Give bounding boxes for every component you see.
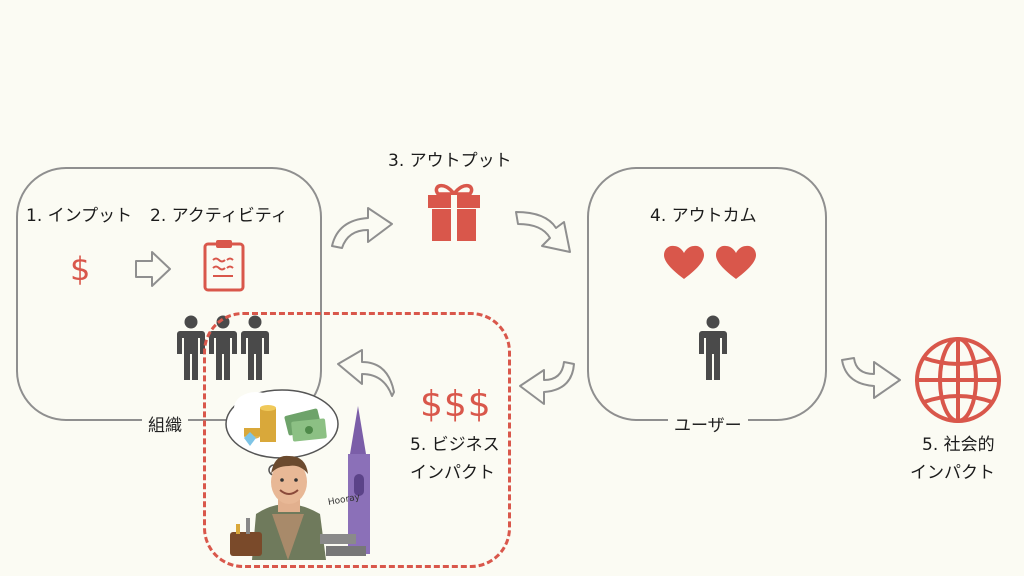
gift-icon (428, 183, 480, 241)
business-impact-box (203, 312, 511, 568)
dollar-symbol: $ (70, 250, 91, 288)
outcome-label: 4. アウトカム (650, 206, 757, 226)
curved-arrow-back-icon (337, 349, 395, 397)
input-label: 1. インプット (26, 206, 133, 226)
curved-arrow-left-icon (519, 361, 575, 405)
craftsman-illustration: Hooray (225, 389, 370, 560)
activity-label: 2. アクティビティ (150, 206, 288, 226)
clipboard-icon (203, 240, 245, 292)
user-person-icon (699, 315, 727, 380)
organization-caption: 組織 (142, 411, 188, 436)
curved-arrow-up-icon (331, 207, 393, 249)
business-dollar-symbol: $$$ (420, 384, 492, 425)
arrow-right-icon (135, 251, 171, 287)
curved-arrow-right-icon (841, 357, 901, 399)
social-impact-label-2: インパクト (910, 463, 995, 483)
tower-icon (348, 406, 370, 554)
output-label: 3. アウトプット (388, 151, 512, 171)
heart-icon (716, 245, 756, 279)
curved-arrow-down-icon (515, 211, 571, 253)
social-impact-label-1: 5. 社会的 (922, 435, 995, 455)
user-caption: ユーザー (668, 411, 748, 436)
heart-icon (664, 245, 704, 279)
craftsman-figure (252, 455, 326, 560)
globe-icon (915, 337, 1001, 423)
business-impact-label-1: 5. ビジネス (410, 435, 500, 455)
business-impact-label-2: インパクト (410, 463, 495, 483)
